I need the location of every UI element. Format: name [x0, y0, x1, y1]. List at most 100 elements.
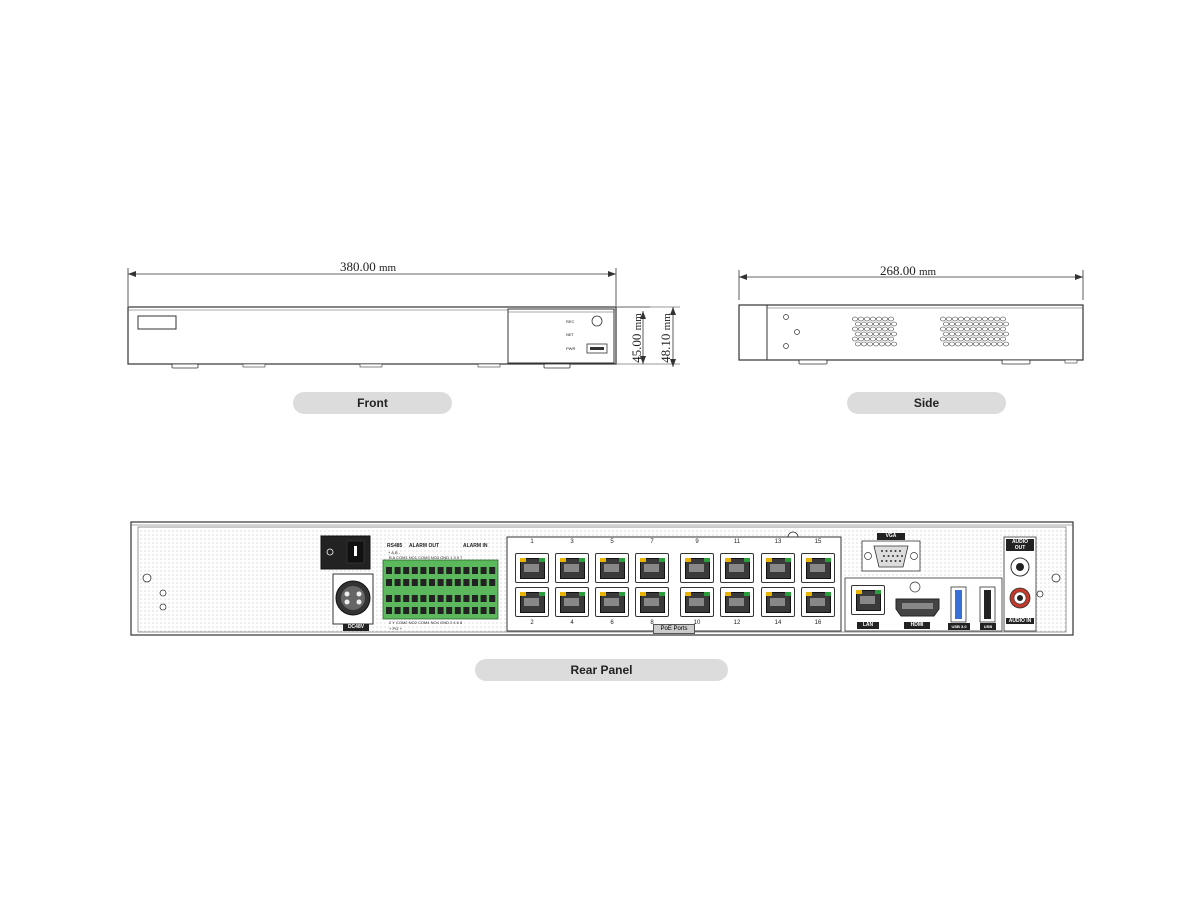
vent-hole: [873, 331, 879, 337]
vent-hole: [879, 321, 885, 327]
poe-port[interactable]: [635, 587, 669, 617]
vent-hole: [873, 341, 879, 347]
audio-out-jack[interactable]: [1011, 558, 1029, 576]
poe-led-activity: [806, 558, 812, 562]
poe-led-activity: [600, 558, 606, 562]
hdmi-port[interactable]: [896, 599, 939, 616]
poe-port-number: 15: [814, 539, 822, 545]
poe-port[interactable]: [720, 587, 754, 617]
vent-hole: [958, 326, 964, 332]
usb3-port[interactable]: [951, 587, 966, 622]
poe-port[interactable]: [720, 553, 754, 583]
poe-led-activity: [560, 592, 566, 596]
vga-pin: [899, 550, 901, 552]
terminal-pin: [463, 579, 470, 586]
poe-port[interactable]: [680, 553, 714, 583]
vent-hole: [964, 316, 970, 322]
vent-hole: [967, 331, 973, 337]
terminal-pin: [480, 595, 487, 602]
vent-hole: [864, 316, 870, 322]
vent-hole: [1000, 336, 1006, 342]
terminal-pin: [446, 567, 453, 574]
poe-port[interactable]: [761, 587, 795, 617]
terminal-pin: [437, 579, 444, 586]
terminal-pin: [429, 595, 435, 602]
terminal-pin: [403, 607, 410, 614]
terminal-pin: [437, 595, 444, 602]
audio-in-jack[interactable]: [1010, 588, 1030, 608]
vent-hole: [1000, 326, 1006, 332]
poe-led-activity: [725, 592, 731, 596]
terminal-pin: [446, 579, 453, 586]
vent-hole: [997, 321, 1003, 327]
vent-hole: [940, 326, 946, 332]
vent-hole: [988, 316, 994, 322]
poe-port-number: 5: [610, 539, 614, 545]
vent-hole: [952, 316, 958, 322]
poe-port[interactable]: [595, 553, 629, 583]
poe-led-activity: [640, 592, 646, 596]
poe-led-activity: [806, 592, 812, 596]
vent-hole: [979, 341, 985, 347]
terminal-pin: [411, 579, 418, 586]
vent-hole: [988, 336, 994, 342]
terminal-pin: [472, 607, 478, 614]
terminal-pin: [480, 579, 487, 586]
vent-hole: [967, 341, 973, 347]
poe-port[interactable]: [680, 587, 714, 617]
vent-hole: [867, 331, 873, 337]
terminal-pin: [411, 567, 418, 574]
vent-hole: [861, 341, 867, 347]
poe-port-number: 4: [570, 620, 574, 626]
vent-hole: [858, 326, 864, 332]
poe-led-activity: [520, 592, 526, 596]
usb3-label: USB 3.0: [948, 623, 970, 630]
poe-port[interactable]: [761, 553, 795, 583]
vent-hole: [976, 336, 982, 342]
vga-pin: [881, 560, 883, 562]
poe-port[interactable]: [555, 587, 589, 617]
front-drawing: [127, 268, 680, 369]
poe-port-number: 13: [774, 539, 782, 545]
poe-led-link: [539, 558, 545, 562]
lan-led-activity: [856, 590, 862, 594]
vent-hole: [961, 331, 967, 337]
terminal-pin: [472, 595, 478, 602]
poe-port[interactable]: [801, 587, 835, 617]
vent-hole: [885, 321, 891, 327]
terminal-pin: [437, 567, 444, 574]
vga-pins: [881, 550, 903, 562]
terminal-pin: [480, 567, 487, 574]
poe-led-link: [785, 558, 791, 562]
vga-pin: [899, 560, 901, 562]
front-width-unit: mm: [379, 262, 397, 274]
lan-port[interactable]: [851, 585, 885, 615]
poe-port-slot: [604, 598, 619, 606]
poe-port[interactable]: [515, 553, 549, 583]
poe-port-number: 10: [693, 620, 701, 626]
poe-port-slot: [770, 564, 785, 572]
poe-port[interactable]: [555, 553, 589, 583]
vga-pin: [881, 550, 883, 552]
total-height-value: 48.10: [658, 333, 673, 363]
vent-hole: [885, 341, 891, 347]
alarm-in-label: ALARM IN: [463, 543, 488, 549]
usb-port[interactable]: [980, 587, 995, 622]
body-height-unit: mm: [632, 313, 644, 331]
poe-port[interactable]: [635, 553, 669, 583]
lan-label: LAN: [857, 622, 879, 629]
vent-hole: [961, 321, 967, 327]
vent-hole: [946, 326, 952, 332]
terminal-pin: [386, 579, 392, 586]
terminal-pin: [463, 595, 470, 602]
poe-port-number: 2: [530, 620, 534, 626]
vent-hole: [876, 316, 882, 322]
vent-hole: [852, 316, 858, 322]
poe-port[interactable]: [801, 553, 835, 583]
vent-hole: [943, 341, 949, 347]
terminal-pin: [454, 607, 461, 614]
poe-port[interactable]: [515, 587, 549, 617]
vga-pin: [890, 550, 892, 552]
poe-port[interactable]: [595, 587, 629, 617]
side-depth-dimension: 268.00 mm: [880, 263, 936, 279]
